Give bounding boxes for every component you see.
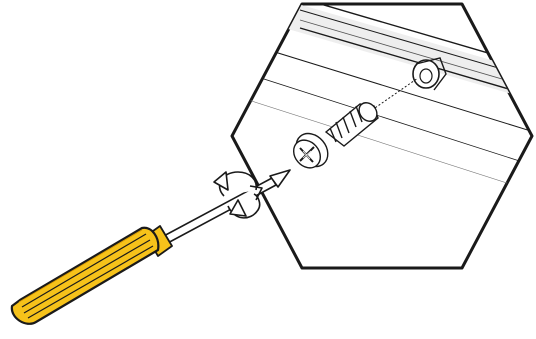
screwdriver-icon	[12, 170, 290, 324]
hexagon-detail-icon	[232, 0, 536, 268]
